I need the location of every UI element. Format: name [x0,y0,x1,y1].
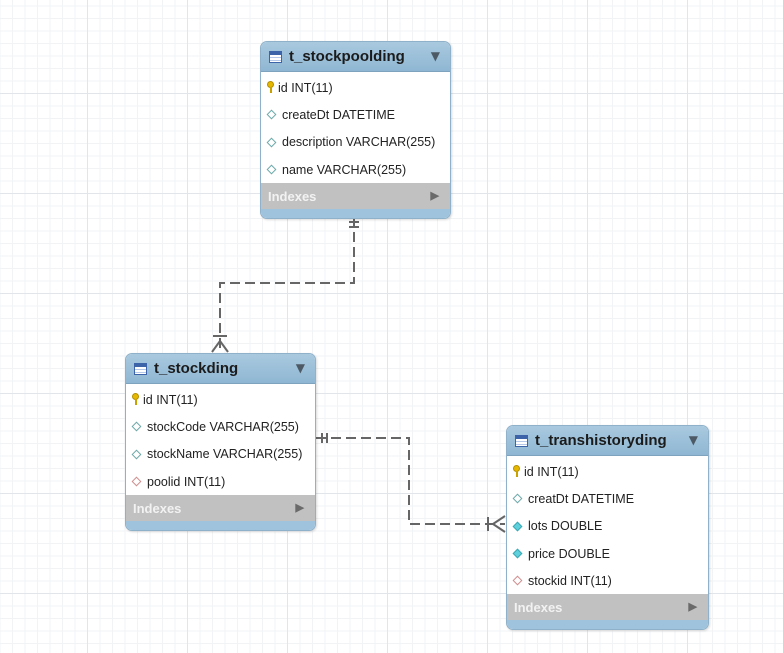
not-null-column-diamond-icon [512,548,523,559]
indexes-label: Indexes [514,599,563,615]
foreign-key-diamond-icon [131,476,142,487]
collapse-arrow-icon[interactable]: ▼ [430,49,440,63]
nullable-column-diamond-icon [131,421,142,432]
indexes-label: Indexes [133,500,182,516]
table-icon [269,50,282,63]
primary-key-icon [132,393,139,406]
nullable-column-diamond-icon [512,493,523,504]
table-footer [126,521,315,531]
table-footer [261,209,450,219]
column-label: creatDt DATETIME [528,491,635,506]
column-label: stockName VARCHAR(255) [147,447,303,462]
column-label: name VARCHAR(255) [282,162,407,177]
collapse-arrow-icon[interactable]: ▼ [688,433,698,447]
primary-key-icon [513,465,520,478]
column-row[interactable]: stockCode VARCHAR(255) [126,413,315,440]
column-label: id INT(11) [524,464,579,479]
nullable-column-diamond-icon [131,449,142,460]
column-row[interactable]: id INT(11) [126,386,315,413]
primary-key-icon [267,81,274,94]
table-header[interactable]: t_stockding ▼ [126,354,315,384]
not-null-column-diamond-icon [512,521,523,532]
one-mandatory-marker [349,221,359,228]
column-row[interactable]: description VARCHAR(255) [261,129,450,156]
table-t-stockding[interactable]: t_stockding ▼ id INT(11) stockCode VARCH… [125,353,316,532]
table-title: t_transhistoryding [535,432,667,449]
indexes-label: Indexes [268,188,317,204]
column-row[interactable]: poolid INT(11) [126,468,315,495]
table-t-transhistoryding[interactable]: t_transhistoryding ▼ id INT(11) creatDt … [506,425,709,631]
expand-arrow-icon[interactable]: ▶ [430,190,439,203]
table-title: t_stockpoolding [289,48,405,65]
nullable-column-diamond-icon [266,109,277,120]
collapse-arrow-icon[interactable]: ▼ [295,361,305,375]
relationship-line-pool-stock[interactable] [219,217,355,352]
column-row[interactable]: id INT(11) [507,458,708,485]
table-header[interactable]: t_transhistoryding ▼ [507,426,708,456]
expand-arrow-icon[interactable]: ▶ [295,502,304,515]
nullable-column-diamond-icon [266,164,277,175]
table-footer [507,620,708,630]
column-label: id INT(11) [278,80,333,95]
indexes-section[interactable]: Indexes ▶ [507,594,708,621]
many-mandatory-marker [487,515,506,533]
indexes-section[interactable]: Indexes ▶ [126,495,315,522]
column-row[interactable]: id INT(11) [261,74,450,101]
table-icon [134,362,147,375]
column-label: description VARCHAR(255) [282,135,436,150]
relationship-line-stock-trans[interactable] [316,437,505,525]
table-title: t_stockding [154,360,239,377]
column-row[interactable]: creatDt DATETIME [507,485,708,512]
foreign-key-diamond-icon [512,575,523,586]
column-row[interactable]: createDt DATETIME [261,101,450,128]
table-header[interactable]: t_stockpoolding ▼ [261,42,450,72]
column-row[interactable]: stockid INT(11) [507,567,708,594]
table-t-stockpoolding[interactable]: t_stockpoolding ▼ id INT(11) createDt DA… [260,41,451,220]
column-label: stockCode VARCHAR(255) [147,419,299,434]
column-row[interactable]: stockName VARCHAR(255) [126,441,315,468]
column-row[interactable]: lots DOUBLE [507,513,708,540]
column-label: id INT(11) [143,392,198,407]
indexes-section[interactable]: Indexes ▶ [261,183,450,210]
column-row[interactable]: price DOUBLE [507,540,708,567]
column-label: poolid INT(11) [147,474,226,489]
column-label: stockid INT(11) [528,573,612,588]
many-mandatory-marker [211,335,229,353]
column-label: price DOUBLE [528,546,610,561]
column-label: createDt DATETIME [282,107,395,122]
one-mandatory-marker [321,433,328,443]
table-icon [515,434,528,447]
column-row[interactable]: name VARCHAR(255) [261,156,450,183]
expand-arrow-icon[interactable]: ▶ [688,601,697,614]
nullable-column-diamond-icon [266,137,277,148]
column-label: lots DOUBLE [528,519,603,534]
